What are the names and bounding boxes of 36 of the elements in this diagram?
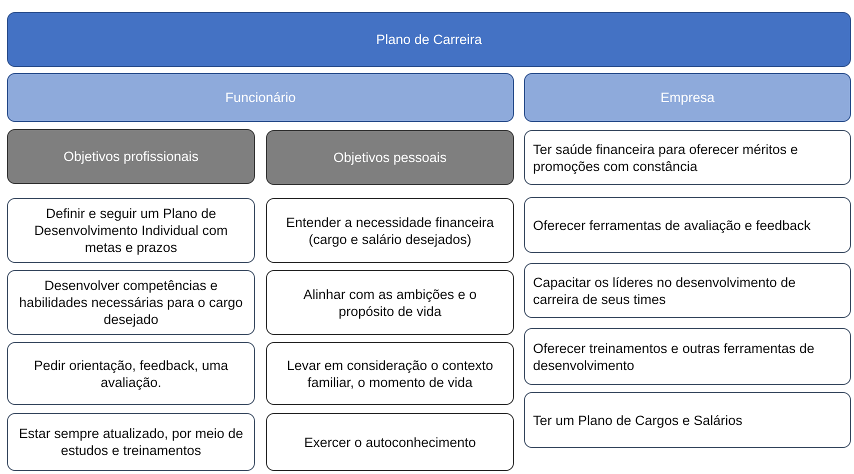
item-card <box>524 197 851 253</box>
box-text: Funcionário <box>225 89 296 106</box>
box-text: Ter um Plano de Cargos e Salários <box>533 412 742 428</box>
box-text: Estar sempre atualizado, por meio de estudos e treinamentos <box>18 425 244 459</box>
item-card <box>266 342 514 405</box>
box-text: Definir e seguir um Plano de Desenvolvimento Individual com metas e prazos <box>33 205 229 256</box>
box-text: Entender a necessidade financeira (cargo e salário desejados) <box>285 214 495 248</box>
item-card <box>266 198 514 263</box>
box-text: Exercer o autoconhecimento <box>304 434 476 450</box>
item-card <box>524 263 851 318</box>
item-card <box>524 328 851 385</box>
box-text: Alinhar com as ambições e o propósito de vida <box>302 286 478 320</box>
category-header <box>7 129 255 184</box>
box-text: Levar em consideração o contexto familiar, o momento de vida <box>286 356 494 390</box>
group-header <box>524 73 851 122</box>
box-text: Objetivos pessoais <box>333 149 447 166</box>
item-card <box>524 392 851 448</box>
item-card <box>7 342 255 405</box>
item-card <box>7 198 255 263</box>
item-card <box>266 270 514 335</box>
box-text: Pedir orientação, feedback, uma avaliação. <box>32 356 230 390</box>
box-text: Ter saúde financeira para oferecer méritos e promoções com constância <box>533 140 799 174</box>
box-text: Oferecer treinamentos e outras ferramentas de desenvolvimento <box>533 340 816 374</box>
box-text: Desenvolver competências e habilidades necessárias para o cargo desejado <box>18 277 244 328</box>
category-header <box>266 130 514 185</box>
group-header <box>7 73 514 122</box>
item-card <box>7 270 255 335</box>
box-text: Capacitar os líderes no desenvolvimento de carreira de seus times <box>533 274 797 308</box>
box-text: Objetivos profissionais <box>63 148 199 165</box>
box-text: Oferecer ferramentas de avaliação e feedback <box>533 216 811 234</box>
box-text: Empresa <box>660 89 715 106</box>
item-card <box>524 130 851 185</box>
item-card <box>266 413 514 471</box>
box-text: Plano de Carreira <box>376 31 482 48</box>
title-banner <box>7 12 851 67</box>
item-card <box>7 413 255 471</box>
